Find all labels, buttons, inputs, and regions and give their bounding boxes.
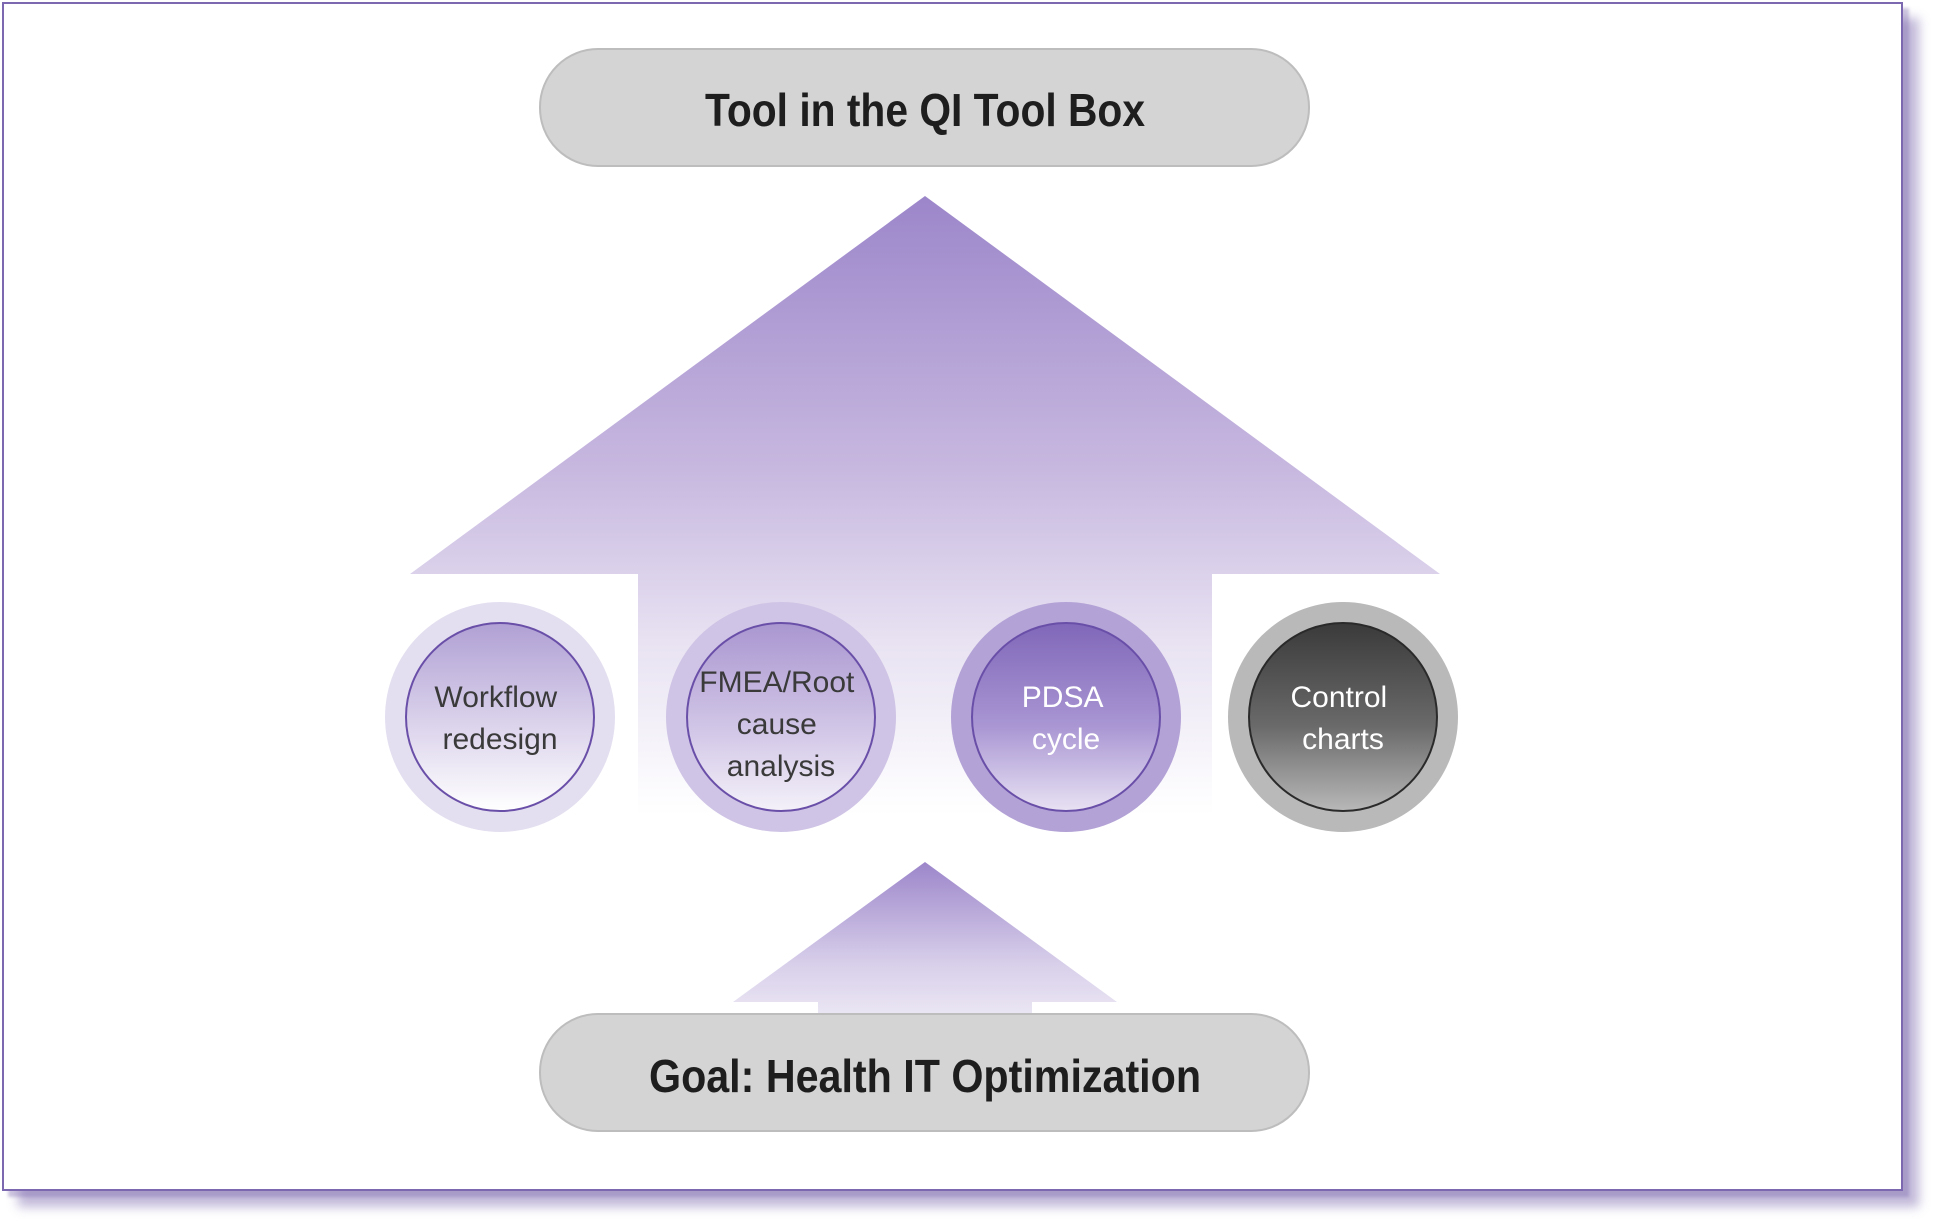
- tool-label: Control charts: [1290, 681, 1395, 756]
- top-box: Tool in the QI Tool Box: [539, 48, 1310, 167]
- bottom-box-title: Goal: Health IT Optimization: [649, 1050, 1201, 1102]
- bottom-box: Goal: Health IT Optimization: [539, 1013, 1310, 1132]
- tool-label: Workflow redesign: [434, 681, 565, 756]
- tool-label: FMEA/Root cause analysis: [699, 666, 862, 783]
- tool-pdsa-cycle: PDSA cycle: [951, 602, 1181, 832]
- big-up-arrow: [410, 196, 1440, 815]
- top-box-title: Tool in the QI Tool Box: [705, 84, 1145, 136]
- tool-fmea-root-cause: FMEA/Root cause analysis: [666, 602, 896, 832]
- tool-control-charts: Control charts: [1228, 602, 1458, 832]
- small-up-arrow: [733, 862, 1117, 1032]
- tool-label: PDSA cycle: [1022, 681, 1110, 756]
- tool-workflow-redesign: Workflow redesign: [385, 602, 615, 832]
